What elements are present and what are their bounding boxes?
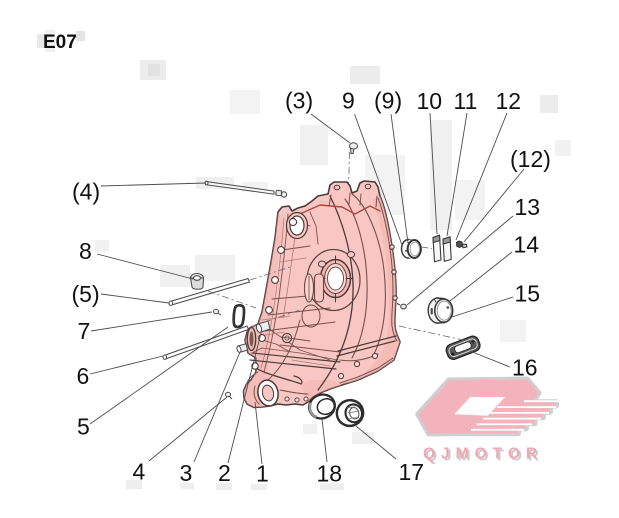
svg-text:14: 14 [514,232,540,258]
svg-text:(5): (5) [72,281,100,307]
svg-text:(4): (4) [72,179,100,205]
svg-text:(9): (9) [374,88,402,114]
svg-text:QJMOTOR: QJMOTOR [423,446,543,463]
svg-text:(12): (12) [510,146,551,172]
svg-text:16: 16 [512,355,538,381]
svg-text:E07: E07 [43,32,77,53]
svg-text:12: 12 [496,88,522,114]
svg-text:2: 2 [218,460,231,486]
svg-text:(3): (3) [285,88,313,114]
svg-text:15: 15 [515,281,541,307]
svg-text:9: 9 [342,88,355,114]
svg-text:11: 11 [454,88,478,114]
svg-text:4: 4 [133,459,146,485]
svg-text:8: 8 [79,238,92,264]
svg-text:3: 3 [180,460,193,486]
svg-text:6: 6 [77,363,90,389]
svg-text:17: 17 [399,459,425,485]
svg-text:5: 5 [77,414,90,440]
svg-text:10: 10 [417,88,443,114]
svg-text:7: 7 [78,318,91,344]
svg-text:13: 13 [515,194,541,220]
svg-text:18: 18 [317,461,343,487]
svg-text:1: 1 [256,461,269,487]
